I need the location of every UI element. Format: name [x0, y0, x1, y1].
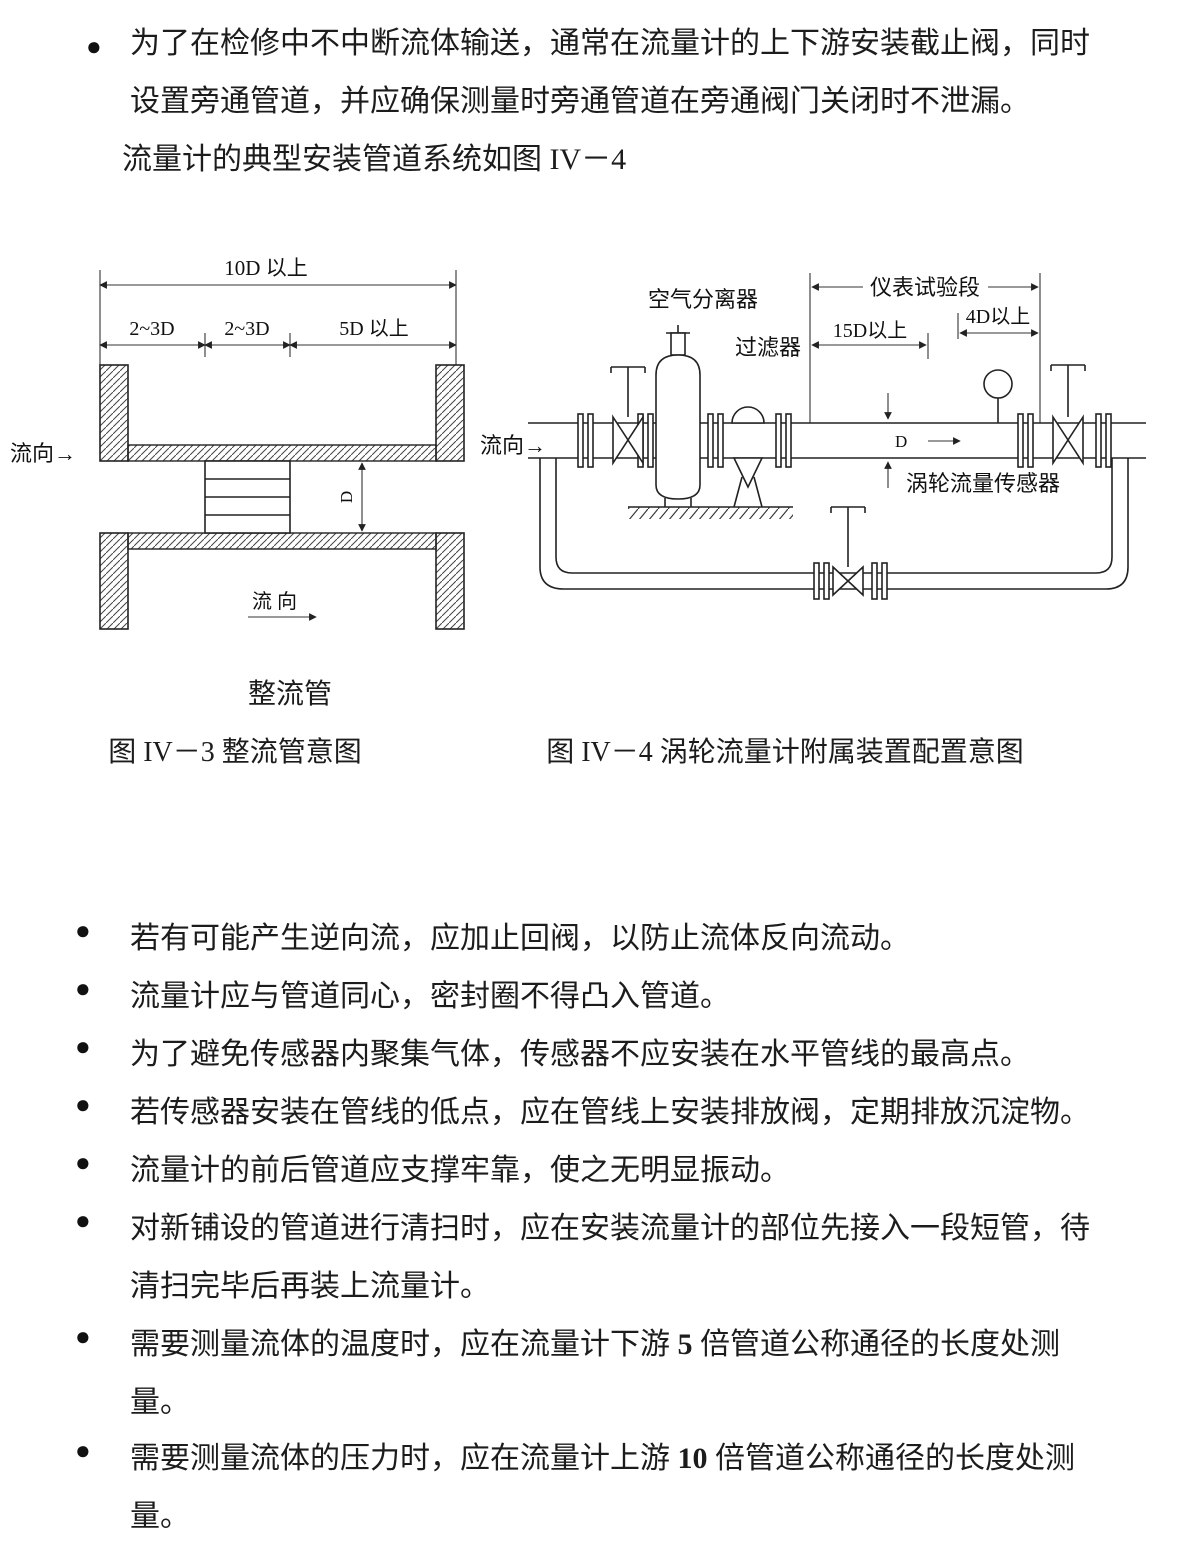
dimension-4d: 4D以上 — [957, 305, 1039, 339]
bullet-icon: ● — [75, 974, 91, 1003]
flow-straightener-diagram: 10D 以上 2~3D 2~3D 5D 以上 — [10, 256, 465, 630]
bullet-icon: ● — [75, 916, 91, 945]
dim-label-4d: 4D以上 — [966, 305, 1030, 328]
bullet-text-pre: 需要测量流体的压力时，应在流量计上游 — [130, 1442, 678, 1475]
bullet-text-post: 倍管道公称通径的长度处测 — [692, 1328, 1060, 1361]
bullet-text: 若有可能产生逆向流，应加止回阀，以防止流体反向流动。 — [130, 922, 910, 955]
dim-label-10d: 10D 以上 — [224, 256, 307, 280]
bullet-number: 10 — [677, 1442, 708, 1475]
bullet-text: 需要测量流体的温度时，应在流量计下游 5 倍管道公称通径的长度处测 — [130, 1316, 1060, 1374]
bullet-text-line2: 清扫完毕后再装上流量计。 — [130, 1270, 490, 1303]
flow-bottom-label: 流 向 — [252, 590, 297, 613]
dim-label-15d: 15D以上 — [833, 319, 907, 342]
bullet-item: ● 若有可能产生逆向流，应加止回阀，以防止流体反向流动。 — [75, 910, 910, 968]
bullet-text: 为了避免传感器内聚集气体，传感器不应安装在水平管线的最高点。 — [130, 1038, 1030, 1071]
dim-label-d: D — [895, 432, 907, 451]
flow-direction-label: 流向→ — [10, 441, 76, 466]
upstream-valve — [610, 366, 646, 466]
filter-label: 过滤器 — [735, 335, 801, 360]
bullet-item: ● 对新铺设的管道进行清扫时，应在安装流量计的部位先接入一段短管，待 清扫完毕后… — [75, 1200, 1090, 1316]
dimension-15d: 15D以上 — [811, 319, 929, 359]
bullet-icon: ● — [75, 1206, 91, 1235]
bullet-text: 流量计应与管道同心，密封圈不得凸入管道。 — [130, 980, 730, 1013]
downstream-valve — [1050, 364, 1086, 466]
test-section-dimension: 仪表试验段 — [809, 273, 1041, 423]
bullet-item: ● 需要测量流体的温度时，应在流量计下游 5 倍管道公称通径的长度处测 量。 — [75, 1316, 1060, 1432]
bypass-line — [539, 458, 1129, 600]
filter — [731, 406, 765, 508]
bullet-number: 5 — [677, 1328, 693, 1361]
part-label: 整流管 — [247, 679, 332, 710]
bullet-text: 流量计的前后管道应支撑牢靠，使之无明显振动。 — [130, 1154, 790, 1187]
bullet-icon: ● — [75, 1436, 91, 1465]
straightener-bundle — [204, 460, 291, 534]
bullet-item: ● 流量计的前后管道应支撑牢靠，使之无明显振动。 — [75, 1142, 790, 1200]
pressure-gauge — [983, 369, 1013, 423]
bullet-text: 需要测量流体的压力时，应在流量计上游 10 倍管道公称通径的长度处测 — [130, 1430, 1075, 1488]
bullet-item: ● 需要测量流体的压力时，应在流量计上游 10 倍管道公称通径的长度处测 量。 — [75, 1430, 1075, 1546]
intro-line-1: 为了在检修中不中断流体输送，通常在流量计的上下游安装截止阀，同时 — [130, 27, 1090, 60]
intro-line-3: 流量计的典型安装管道系统如图 IV－4 — [122, 143, 627, 176]
dim-label-d: D — [337, 491, 356, 503]
bullet-text: 若传感器安装在管线的低点，应在管线上安装排放阀，定期排放沉淀物。 — [130, 1096, 1090, 1129]
dim-label-2-3d-b: 2~3D — [224, 318, 269, 340]
turbine-sensor-label: 涡轮流量传感器 — [906, 471, 1060, 496]
bullet-icon: ● — [86, 32, 102, 61]
flow-direction-label: 流向→ — [480, 433, 546, 458]
dimension-d: D — [337, 462, 366, 532]
turbine-flowmeter-diagram: 仪表试验段 15D以上 4D以上 — [480, 273, 1146, 600]
bullet-icon: ● — [75, 1090, 91, 1119]
figure-caption-iv3: 图 IV－3 整流管意图 — [108, 737, 362, 768]
pipe-flanges — [99, 364, 465, 630]
figure-caption-iv4: 图 IV－4 涡轮流量计附属装置配置意图 — [546, 737, 1024, 768]
bullet-icon: ● — [75, 1322, 91, 1351]
main-pipe — [528, 422, 1146, 459]
dim-label-2-3d-a: 2~3D — [129, 318, 174, 340]
bullet-icon: ● — [75, 1032, 91, 1061]
dimension-d: D — [884, 393, 907, 488]
test-section-label: 仪表试验段 — [870, 275, 980, 300]
dim-label-5d: 5D 以上 — [339, 317, 408, 340]
flow-direction-bottom: 流 向 — [248, 590, 317, 621]
ground-hatch — [628, 506, 793, 519]
bullet-text-line2: 量。 — [130, 1386, 190, 1419]
dimension-segments: 2~3D 2~3D 5D 以上 — [99, 317, 457, 357]
bullet-text: 对新铺设的管道进行清扫时，应在安装流量计的部位先接入一段短管，待 — [130, 1212, 1090, 1245]
bypass-valve — [813, 506, 888, 600]
air-separator — [655, 325, 701, 507]
bullet-text-pre: 需要测量流体的温度时，应在流量计下游 — [130, 1328, 678, 1361]
bullet-text-line2: 量。 — [130, 1500, 190, 1533]
air-separator-label: 空气分离器 — [648, 287, 758, 312]
intro-line-2: 设置旁通管道，并应确保测量时旁通管道在旁通阀门关闭时不泄漏。 — [130, 85, 1030, 118]
bullet-item: ● 若传感器安装在管线的低点，应在管线上安装排放阀，定期排放沉淀物。 — [75, 1084, 1090, 1142]
dimension-10d: 10D 以上 — [99, 256, 457, 365]
bullet-icon: ● — [75, 1148, 91, 1177]
bullet-item: ● 为了避免传感器内聚集气体，传感器不应安装在水平管线的最高点。 — [75, 1026, 1030, 1084]
bullet-text-post: 倍管道公称通径的长度处测 — [707, 1442, 1075, 1475]
pipe-walls — [127, 444, 437, 550]
bullet-item: ● 流量计应与管道同心，密封圈不得凸入管道。 — [75, 968, 730, 1026]
pipe-flanges — [577, 413, 1112, 468]
